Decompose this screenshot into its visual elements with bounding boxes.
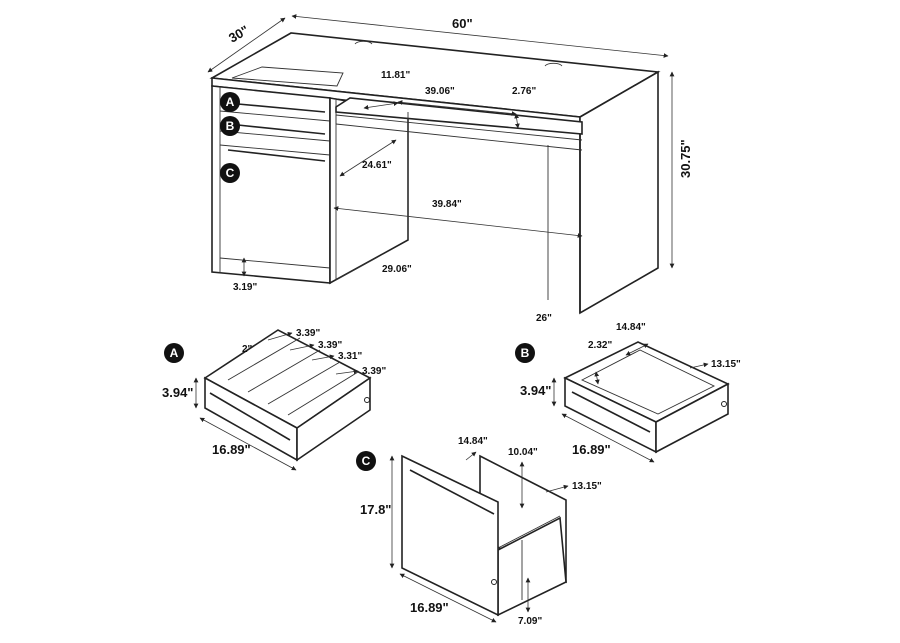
- drawer-b-inner-depth: 2.32": [588, 340, 612, 351]
- dim-11-81: 11.81": [381, 70, 410, 81]
- drawer-a-drawing: A 3.94" 16.89" 2" 3.39" 3.39" 3.31" 3.39…: [162, 328, 386, 471]
- drawer-b-width: 16.89": [572, 442, 611, 457]
- drawer-c-badge: C: [356, 451, 376, 471]
- drawer-a-dim-3-39-c: 3.39": [362, 366, 386, 377]
- drawer-b-inner-width: 13.15": [711, 359, 741, 370]
- svg-text:A: A: [226, 95, 235, 109]
- drawer-a-dim-3-39-a: 3.39": [296, 328, 320, 339]
- drawer-c-width: 16.89": [410, 600, 449, 615]
- dim-24-61: 24.61": [362, 160, 392, 171]
- desk-drawing: 30" 60" 30.75" 11.81" 39.06" 2.76" 24.61…: [207, 14, 693, 324]
- drawer-b-badge: B: [515, 343, 535, 363]
- badge-c: C: [220, 163, 240, 183]
- drawer-c-dim-13-15: 13.15": [572, 481, 602, 492]
- desk-width-label: 60": [452, 16, 473, 31]
- drawer-a-dim-2: 2": [242, 344, 253, 355]
- drawer-c-depth: 14.84": [458, 436, 488, 447]
- svg-text:A: A: [170, 346, 179, 360]
- drawer-c-dim-10-04: 10.04": [508, 447, 538, 458]
- drawer-c-dim-7-09: 7.09": [518, 616, 542, 627]
- drawer-b-depth: 14.84": [616, 322, 646, 333]
- drawer-a-dim-3-39-b: 3.39": [318, 340, 342, 351]
- dim-29-06: 29.06": [382, 264, 412, 275]
- desk-height-label: 30.75": [678, 139, 693, 178]
- dim-3-19: 3.19": [233, 282, 257, 293]
- badge-b: B: [220, 116, 240, 136]
- dim-26: 26": [536, 313, 552, 324]
- svg-text:C: C: [226, 166, 235, 180]
- dim-39-06: 39.06": [425, 86, 455, 97]
- svg-text:B: B: [521, 346, 530, 360]
- dim-2-76: 2.76": [512, 86, 536, 97]
- svg-text:B: B: [226, 119, 235, 133]
- drawer-a-dim-3-31: 3.31": [338, 351, 362, 362]
- drawer-a-badge: A: [164, 343, 184, 363]
- drawer-b-height: 3.94": [520, 383, 551, 398]
- drawer-a-height: 3.94": [162, 385, 193, 400]
- drawer-a-width: 16.89": [212, 442, 251, 457]
- drawer-c-drawing: C 17.8" 16.89" 14.84" 10.04" 13.15" 7.09…: [356, 436, 602, 627]
- desk-depth-label: 30": [226, 22, 251, 45]
- drawer-c-height: 17.8": [360, 502, 391, 517]
- badge-a: A: [220, 92, 240, 112]
- svg-text:C: C: [362, 454, 371, 468]
- dim-39-84: 39.84": [432, 199, 462, 210]
- drawer-b-drawing: B 3.94" 16.89" 14.84" 2.32" 13.15": [515, 322, 741, 463]
